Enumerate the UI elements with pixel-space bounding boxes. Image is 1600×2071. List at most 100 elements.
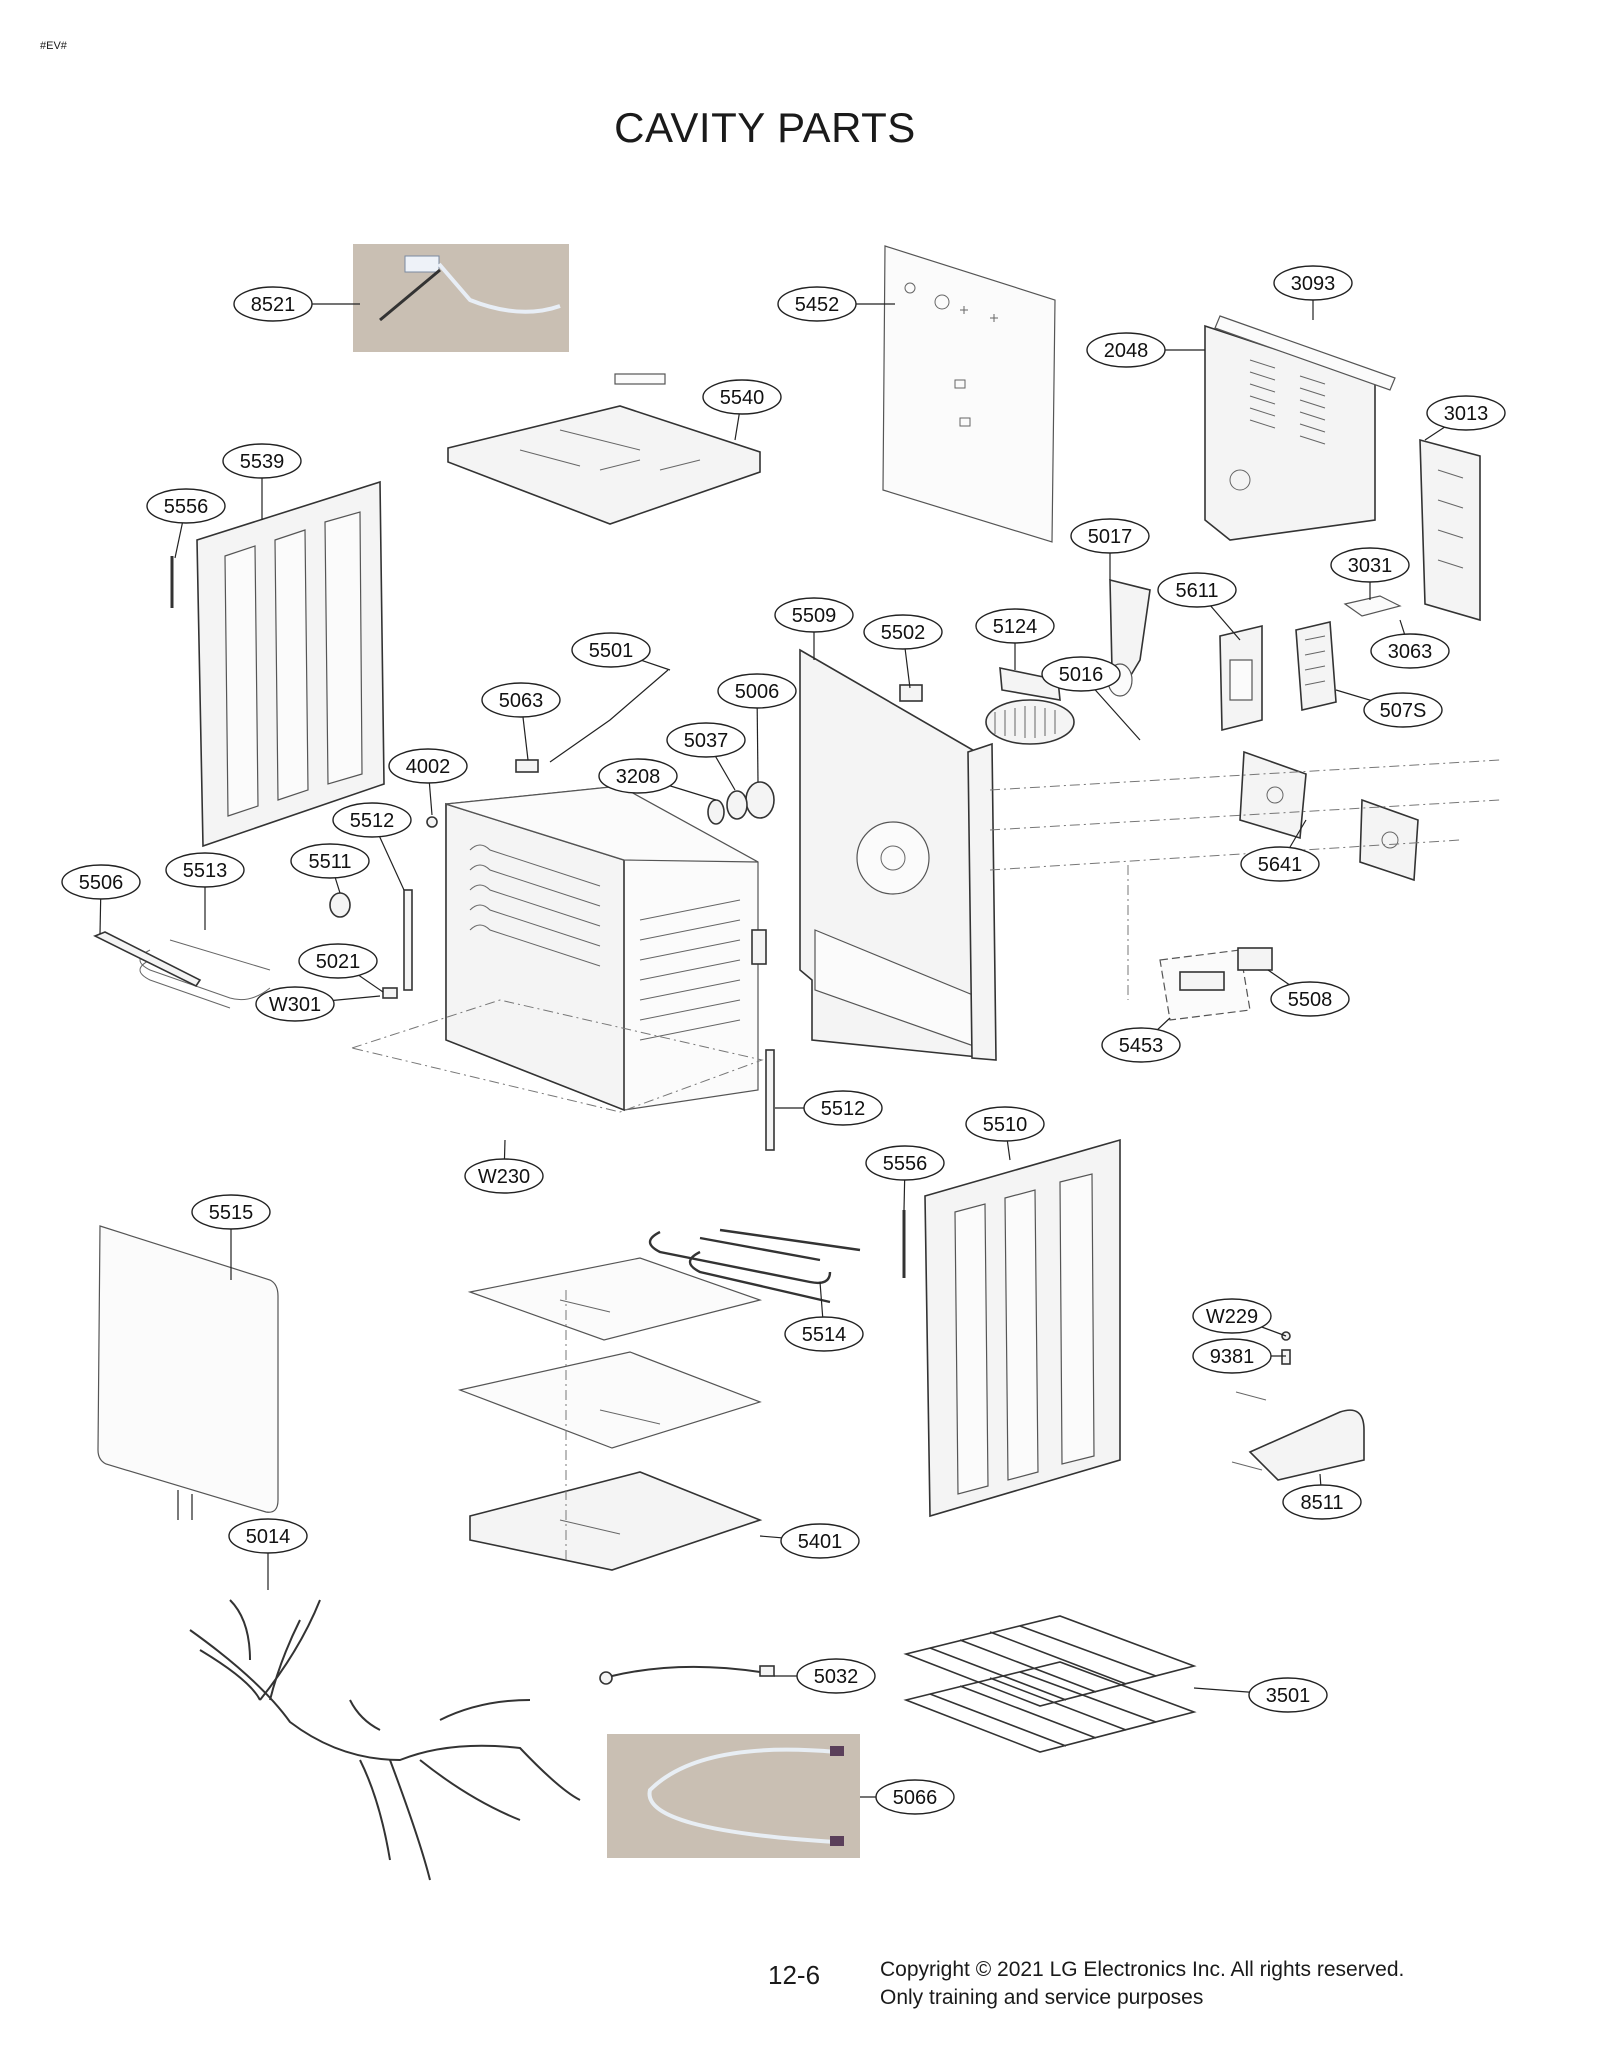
callout-9381[interactable]: 9381 <box>1192 1338 1272 1374</box>
callout-label: 5452 <box>795 294 840 316</box>
part-3501-oven-racks <box>903 1615 1197 1753</box>
callout-label: 5021 <box>316 951 361 973</box>
part-5512-rail-right <box>765 1049 775 1151</box>
callout-w230[interactable]: W230 <box>464 1158 544 1194</box>
callout-label: 5501 <box>589 640 634 662</box>
callout-5512[interactable]: 5512 <box>803 1090 883 1126</box>
callout-5017[interactable]: 5017 <box>1070 518 1150 554</box>
footer-copyright: Copyright © 2021 LG Electronics Inc. All… <box>880 1956 1404 2012</box>
callout-4002[interactable]: 4002 <box>388 748 468 784</box>
part-5539-left-side-panel <box>196 480 385 848</box>
callout-5021[interactable]: 5021 <box>298 943 378 979</box>
callout-5016[interactable]: 5016 <box>1041 656 1121 692</box>
callout-5514[interactable]: 5514 <box>784 1316 864 1352</box>
callout-label: 3031 <box>1348 555 1393 577</box>
part-main-oven-cavity <box>445 785 767 1112</box>
callout-5515[interactable]: 5515 <box>191 1194 271 1230</box>
part-3013-side-bracket <box>1419 438 1481 622</box>
callout-3208[interactable]: 3208 <box>598 758 678 794</box>
callout-5511[interactable]: 5511 <box>290 843 370 879</box>
callout-2048[interactable]: 2048 <box>1086 332 1166 368</box>
callout-5556[interactable]: 5556 <box>865 1145 945 1181</box>
callout-3093[interactable]: 3093 <box>1273 265 1353 301</box>
part-5032-ground-wire <box>599 1665 775 1685</box>
callout-5032[interactable]: 5032 <box>796 1658 876 1694</box>
callout-5453[interactable]: 5453 <box>1101 1027 1181 1063</box>
callout-5512[interactable]: 5512 <box>332 802 412 838</box>
part-5017-air-duct <box>1107 578 1151 697</box>
callout-label: 5037 <box>684 730 729 752</box>
callout-5641[interactable]: 5641 <box>1240 846 1320 882</box>
callout-5063[interactable]: 5063 <box>481 682 561 718</box>
callout-5006[interactable]: 5006 <box>717 673 797 709</box>
copyright-line: Copyright © 2021 LG Electronics Inc. All… <box>880 1958 1405 1981</box>
callout-5066[interactable]: 5066 <box>875 1779 955 1815</box>
callout-label: 507S <box>1380 700 1427 722</box>
callout-5508[interactable]: 5508 <box>1270 981 1350 1017</box>
callout-3013[interactable]: 3013 <box>1426 395 1506 431</box>
callout-label: 4002 <box>406 756 451 778</box>
part-5021-sensor-clip <box>382 987 398 999</box>
callout-label: 5502 <box>881 622 926 644</box>
callout-5611[interactable]: 5611 <box>1157 572 1237 608</box>
callout-5124[interactable]: 5124 <box>975 608 1055 644</box>
usage-note: Only training and service purposes <box>880 1986 1204 2009</box>
part-5063-bracket <box>515 759 539 773</box>
callout-w301[interactable]: W301 <box>255 986 335 1022</box>
callout-5014[interactable]: 5014 <box>228 1518 308 1554</box>
callout-label: 3013 <box>1444 403 1489 425</box>
callout-label: 5514 <box>802 1324 847 1346</box>
callout-3063[interactable]: 3063 <box>1370 633 1450 669</box>
callout-5556[interactable]: 5556 <box>146 488 226 524</box>
part-5006-lamp-housing <box>745 781 775 819</box>
callout-label: 5641 <box>1258 854 1303 876</box>
part-5509-rear-wall <box>799 648 997 1061</box>
callout-label: 5124 <box>993 616 1038 638</box>
callout-label: 2048 <box>1104 340 1149 362</box>
part-5515-door-gasket <box>97 1225 279 1520</box>
callout-5401[interactable]: 5401 <box>780 1523 860 1559</box>
callout-label: 5512 <box>821 1098 866 1120</box>
callout-label: W229 <box>1206 1306 1258 1328</box>
callout-5452[interactable]: 5452 <box>777 286 857 322</box>
callout-label: 5539 <box>240 451 285 473</box>
callout-5509[interactable]: 5509 <box>774 597 854 633</box>
part-5540-top-panel <box>447 373 761 525</box>
callout-label: W301 <box>269 994 321 1016</box>
photo-5066-wire <box>607 1734 860 1858</box>
callout-507s[interactable]: 507S <box>1363 692 1443 728</box>
callout-5540[interactable]: 5540 <box>702 379 782 415</box>
page-number: 12-6 <box>768 1960 821 1990</box>
callout-label: 5611 <box>1175 580 1218 602</box>
part-5512-rail-left <box>403 889 413 991</box>
callout-8521[interactable]: 8521 <box>233 286 313 322</box>
callout-5539[interactable]: 5539 <box>222 443 302 479</box>
callout-3501[interactable]: 3501 <box>1248 1677 1328 1713</box>
part-5510-right-side-panel <box>924 1138 1121 1518</box>
callout-label: 8511 <box>1300 1492 1343 1514</box>
callout-5501[interactable]: 5501 <box>571 632 651 668</box>
part-5641-relay-boards <box>1239 750 1419 882</box>
callout-label: 9381 <box>1210 1346 1255 1368</box>
callout-8511[interactable]: 8511 <box>1282 1484 1362 1520</box>
callout-3031[interactable]: 3031 <box>1330 547 1410 583</box>
part-5452-back-insulation <box>882 245 1056 543</box>
callout-label: 5515 <box>209 1202 254 1224</box>
part-callouts: 8521 5452 3093 2048 5540 3013 5539 5556 5017 3031… <box>61 265 1506 1815</box>
callout-5513[interactable]: 5513 <box>165 852 245 888</box>
part-5508-switch-assembly <box>1237 947 1273 971</box>
callout-5502[interactable]: 5502 <box>863 614 943 650</box>
callout-5506[interactable]: 5506 <box>61 864 141 900</box>
callout-5037[interactable]: 5037 <box>666 722 746 758</box>
part-5453-terminal-block <box>1159 949 1251 1021</box>
part-bottom-insulation-stack <box>457 1257 763 1571</box>
callout-label: 3501 <box>1266 1685 1311 1707</box>
callout-label: 5014 <box>246 1526 291 1548</box>
part-5501-wire <box>549 669 669 763</box>
callout-label: 3093 <box>1291 273 1336 295</box>
callout-5510[interactable]: 5510 <box>965 1106 1045 1142</box>
part-5124-fan-motor <box>985 666 1075 745</box>
callout-label: 5510 <box>983 1114 1028 1136</box>
callout-label: 5453 <box>1119 1035 1164 1057</box>
callout-w229[interactable]: W229 <box>1192 1298 1272 1334</box>
